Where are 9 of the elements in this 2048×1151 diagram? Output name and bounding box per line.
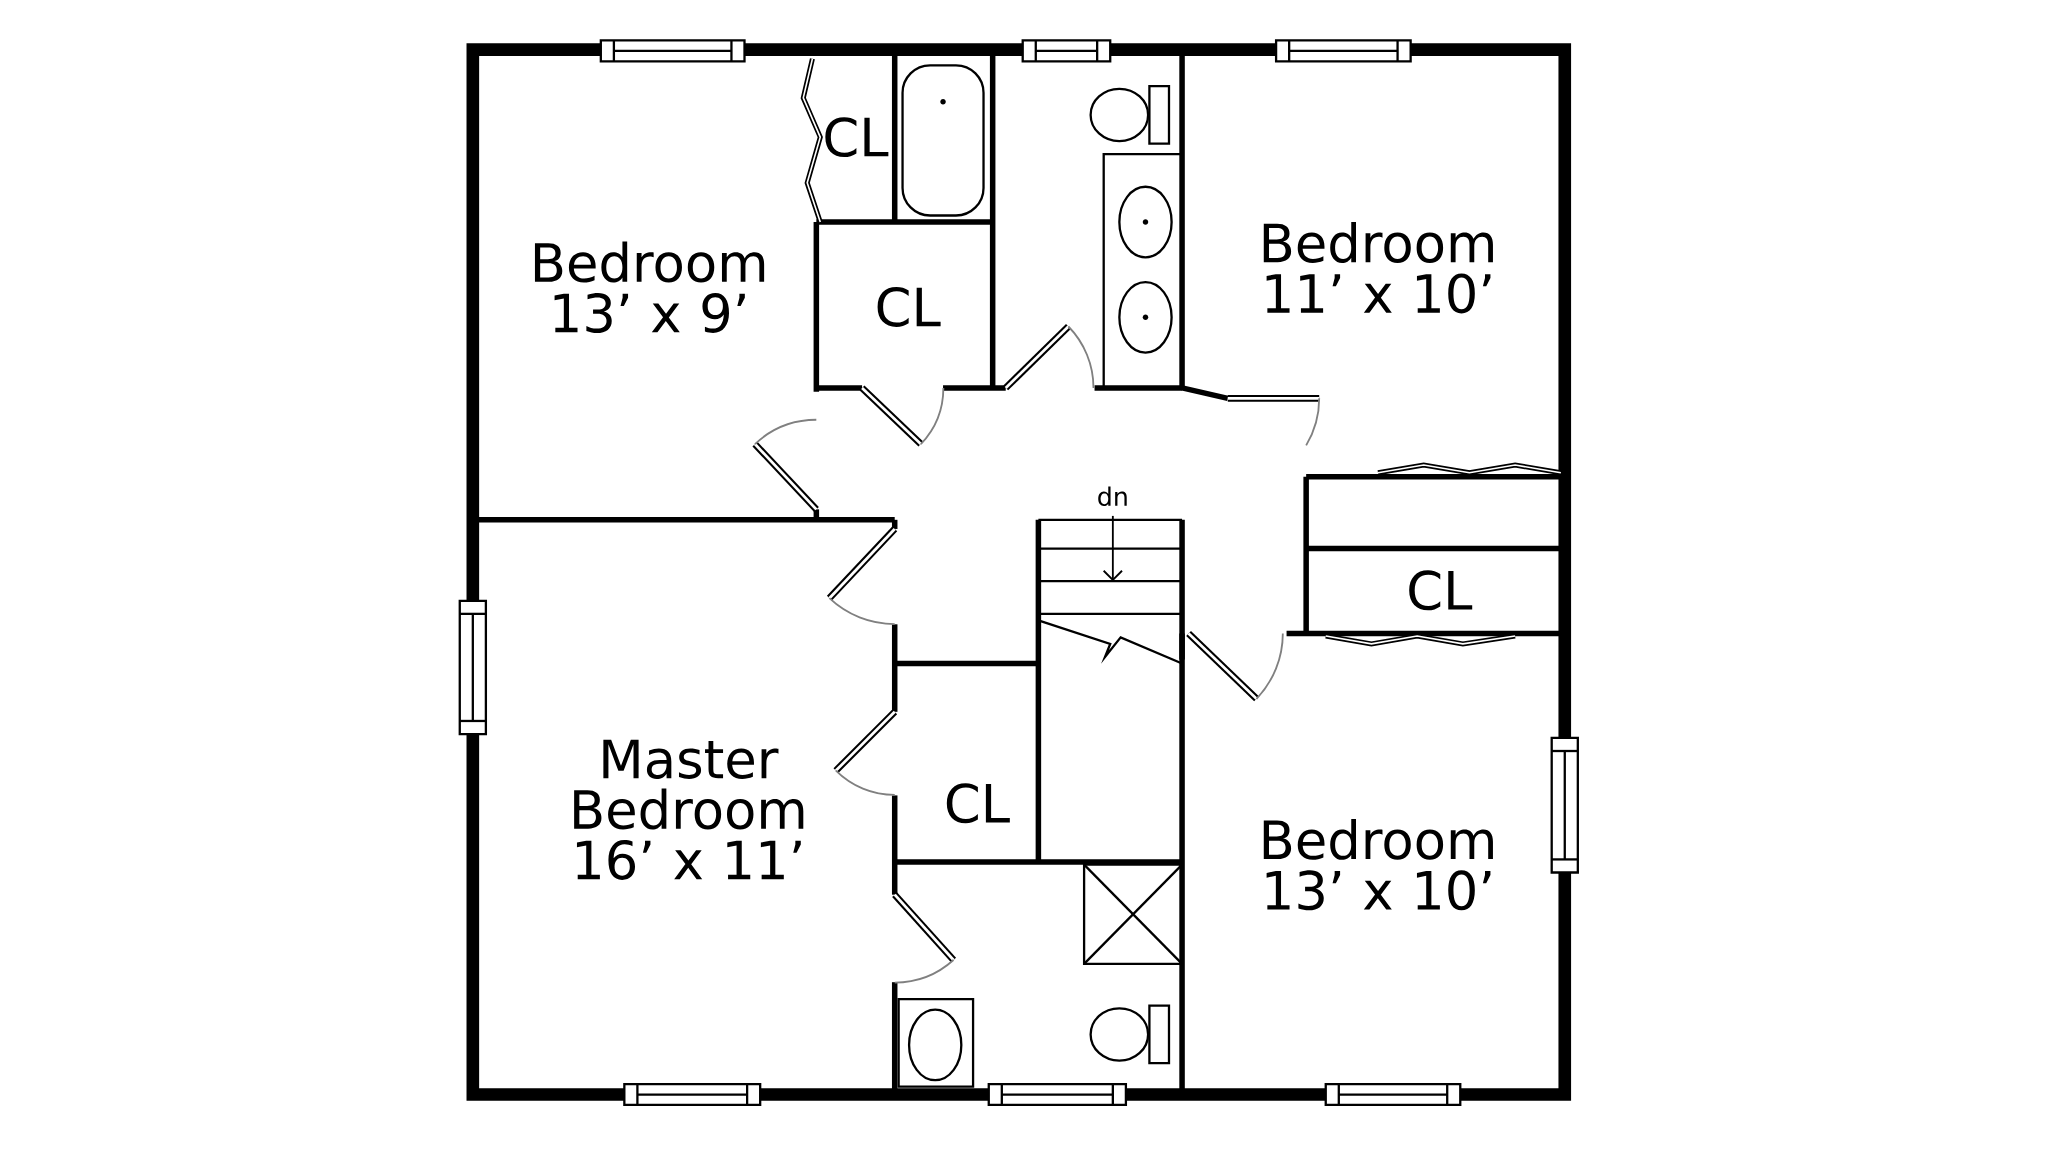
room-label: Master Bedroom 16’ x 11’ [574, 739, 804, 881]
room-label: Bedroom 13’ x 9’ [534, 241, 765, 334]
room-label: CL [825, 117, 889, 158]
room-label: CL [946, 783, 1010, 824]
room-label: CL [877, 287, 941, 328]
room-label: CL [1409, 570, 1473, 611]
stair-direction-label: dn [1098, 486, 1127, 507]
room-label: Bedroom 13’ x 10’ [1263, 819, 1493, 911]
room-label: Bedroom 11’ x 10’ [1263, 222, 1493, 314]
